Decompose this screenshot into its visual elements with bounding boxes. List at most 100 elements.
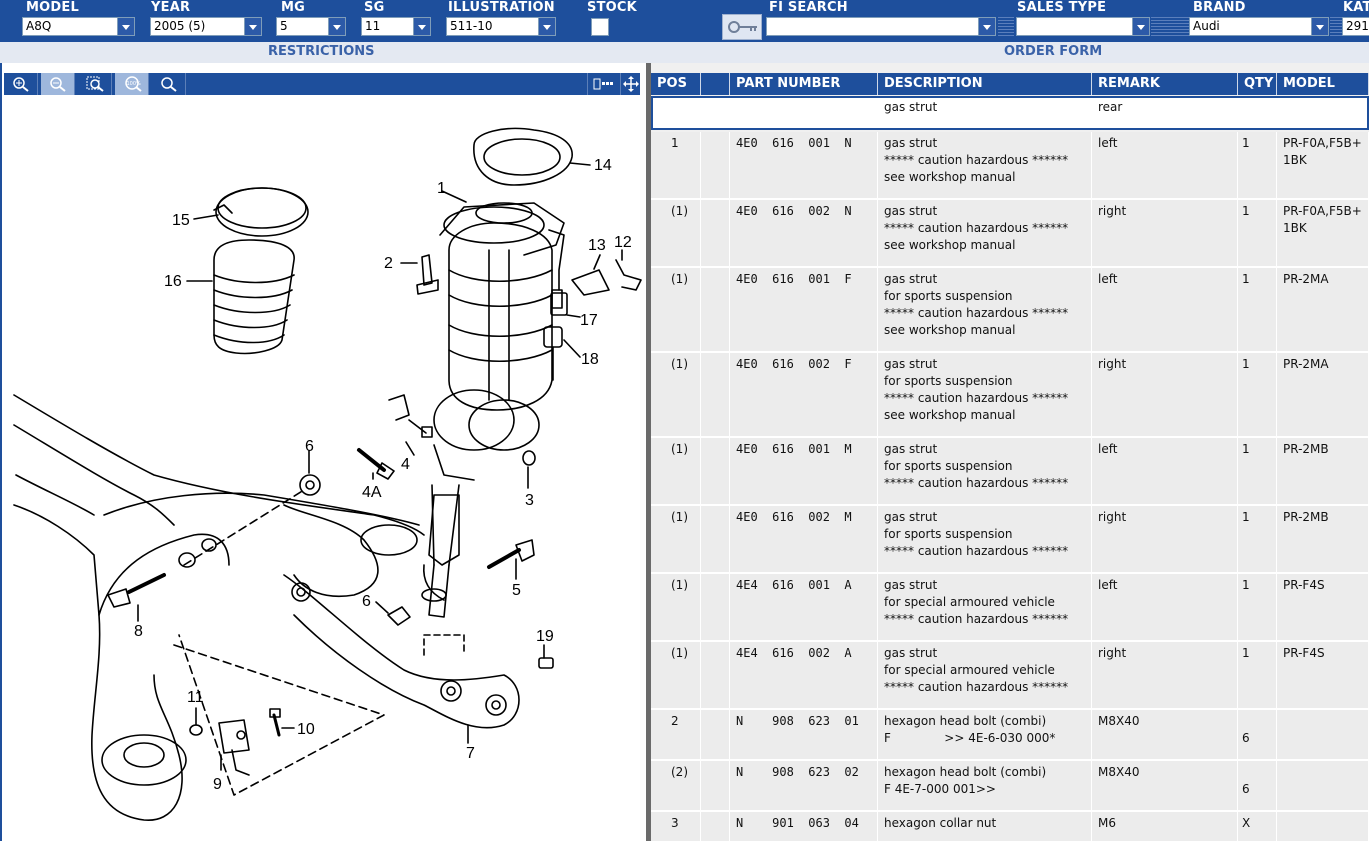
- part-cell: 4E4 616 001 A: [730, 574, 878, 640]
- key-search-button[interactable]: [722, 14, 762, 40]
- callout-label[interactable]: 11: [187, 689, 204, 706]
- description-cell: hexagon head bolt (combi)F 4E-7-000 001>…: [878, 761, 1092, 810]
- remark-cell: M8X40: [1092, 710, 1238, 759]
- callout-label[interactable]: 18: [581, 351, 599, 368]
- chevron-down-icon[interactable]: [413, 18, 430, 35]
- callout-label[interactable]: 4A: [362, 484, 382, 501]
- sg-select[interactable]: 11: [361, 17, 431, 36]
- restrictions-tab[interactable]: RESTRICTIONS: [268, 44, 375, 59]
- blank-cell: [701, 710, 730, 759]
- move-button[interactable]: [621, 73, 640, 95]
- description-line: gas strut: [884, 442, 938, 456]
- blank-cell: [701, 200, 730, 266]
- parts-list-button[interactable]: [587, 73, 621, 95]
- col-part-number[interactable]: PART NUMBER: [730, 73, 878, 95]
- stock-checkbox[interactable]: [591, 18, 609, 36]
- callout-label[interactable]: 13: [588, 237, 606, 254]
- callout-label[interactable]: 7: [466, 745, 475, 762]
- callout-label[interactable]: 10: [297, 721, 315, 738]
- callout-label[interactable]: 1: [437, 180, 446, 197]
- col-model[interactable]: MODEL: [1277, 73, 1369, 95]
- col-description[interactable]: DESCRIPTION: [878, 73, 1092, 95]
- callout-label[interactable]: 12: [614, 234, 632, 251]
- chevron-down-icon[interactable]: [538, 18, 555, 35]
- illustration-label: ILLUSTRATION: [448, 0, 555, 15]
- model-cell: PR-F4S: [1277, 574, 1369, 640]
- callout-label[interactable]: 6: [362, 593, 371, 610]
- pane-splitter[interactable]: [646, 63, 651, 841]
- chevron-down-icon[interactable]: [1311, 18, 1328, 35]
- zoom-100-icon: 100%: [125, 76, 142, 92]
- col-pos[interactable]: POS: [651, 73, 701, 95]
- selected-description: gas strut: [884, 100, 938, 114]
- brand-label: BRAND: [1193, 0, 1246, 15]
- zoom-100-button[interactable]: 100%: [115, 73, 149, 95]
- callout-label[interactable]: 19: [536, 628, 554, 645]
- chevron-down-icon[interactable]: [117, 18, 134, 35]
- section-bar: RESTRICTIONS ORDER FORM: [0, 42, 1369, 63]
- mg-select[interactable]: 5: [276, 17, 346, 36]
- remark-cell: M6: [1092, 812, 1238, 841]
- callout-label[interactable]: 17: [580, 312, 598, 329]
- callout-label[interactable]: 4: [401, 456, 410, 473]
- remark-cell: M8X40: [1092, 761, 1238, 810]
- qty-cell: 1: [1238, 574, 1277, 640]
- kat-value: 291: [1346, 19, 1369, 33]
- callout-label[interactable]: 3: [525, 492, 534, 509]
- callout-label[interactable]: 2: [384, 255, 393, 272]
- zoom-out-button[interactable]: [41, 73, 75, 95]
- description-line: for special armoured vehicle: [884, 595, 1055, 609]
- magnifier-icon: [161, 77, 177, 92]
- divider: [1330, 17, 1342, 36]
- callout-label[interactable]: 8: [134, 623, 143, 640]
- callout-label[interactable]: 9: [213, 776, 222, 793]
- model-cell: PR-F0A,F5B+ 1BK: [1277, 132, 1369, 198]
- remark-cell: left: [1092, 438, 1238, 504]
- fi-search-input[interactable]: [766, 17, 996, 36]
- brand-select[interactable]: Audi: [1189, 17, 1329, 36]
- illustration-select[interactable]: 511-10: [446, 17, 556, 36]
- list-icon: [593, 78, 613, 90]
- chevron-down-icon[interactable]: [328, 18, 345, 35]
- description-line: gas strut: [884, 510, 938, 524]
- kat-select[interactable]: 291: [1342, 17, 1369, 36]
- callout-label[interactable]: 14: [594, 157, 612, 174]
- chevron-down-icon[interactable]: [978, 18, 995, 35]
- chevron-down-icon[interactable]: [1132, 18, 1149, 35]
- selected-row[interactable]: gas strut rear: [651, 96, 1369, 130]
- pos-cell: 1: [651, 132, 701, 198]
- sales-type-select[interactable]: [1016, 17, 1150, 36]
- model-cell: PR-2MA: [1277, 268, 1369, 351]
- callout-label[interactable]: 5: [512, 582, 521, 599]
- order-form-tab[interactable]: ORDER FORM: [1004, 44, 1103, 59]
- blank-cell: [701, 438, 730, 504]
- callout-label[interactable]: 16: [164, 273, 182, 290]
- col-blank[interactable]: [701, 73, 730, 95]
- magnifier-button[interactable]: [152, 73, 186, 95]
- model-select[interactable]: A8Q: [22, 17, 135, 36]
- description-line: ***** caution hazardous ******: [884, 544, 1069, 558]
- col-qty[interactable]: QTY: [1238, 73, 1277, 95]
- callout-label[interactable]: 6: [305, 438, 314, 455]
- part-cell: N 908 623 02: [730, 761, 878, 810]
- zoom-fit-button[interactable]: [78, 73, 112, 95]
- chevron-down-icon[interactable]: [244, 18, 261, 35]
- callout-label[interactable]: 15: [172, 212, 190, 229]
- col-remark[interactable]: REMARK: [1092, 73, 1238, 95]
- zoom-in-button[interactable]: [4, 73, 38, 95]
- year-select[interactable]: 2005 (5): [150, 17, 262, 36]
- description-line: for sports suspension: [884, 459, 1013, 473]
